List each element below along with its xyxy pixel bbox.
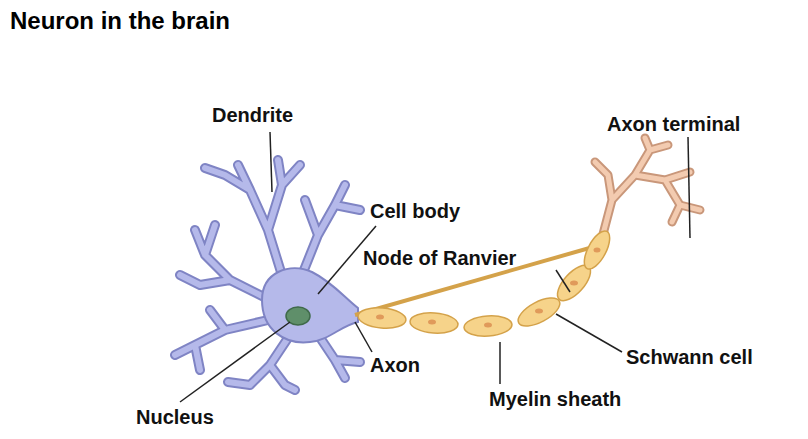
schwann-cell-label: Schwann cell xyxy=(626,346,753,368)
myelin-sheath-label: Myelin sheath xyxy=(489,388,621,410)
node-of-ranvier-label: Node of Ranvier xyxy=(363,247,516,269)
myelin-segments xyxy=(355,227,615,337)
axon-terminal-branches xyxy=(595,138,700,238)
dendrite-label: Dendrite xyxy=(212,104,293,126)
dendrites xyxy=(175,160,360,390)
title: Neuron in the brain xyxy=(10,8,230,34)
cell-body-label: Cell body xyxy=(370,200,460,222)
leader-lines xyxy=(180,132,690,402)
nucleus-label: Nucleus xyxy=(136,406,214,428)
axon-label: Axon xyxy=(370,354,420,376)
axon-terminal-label: Axon terminal xyxy=(607,113,740,135)
